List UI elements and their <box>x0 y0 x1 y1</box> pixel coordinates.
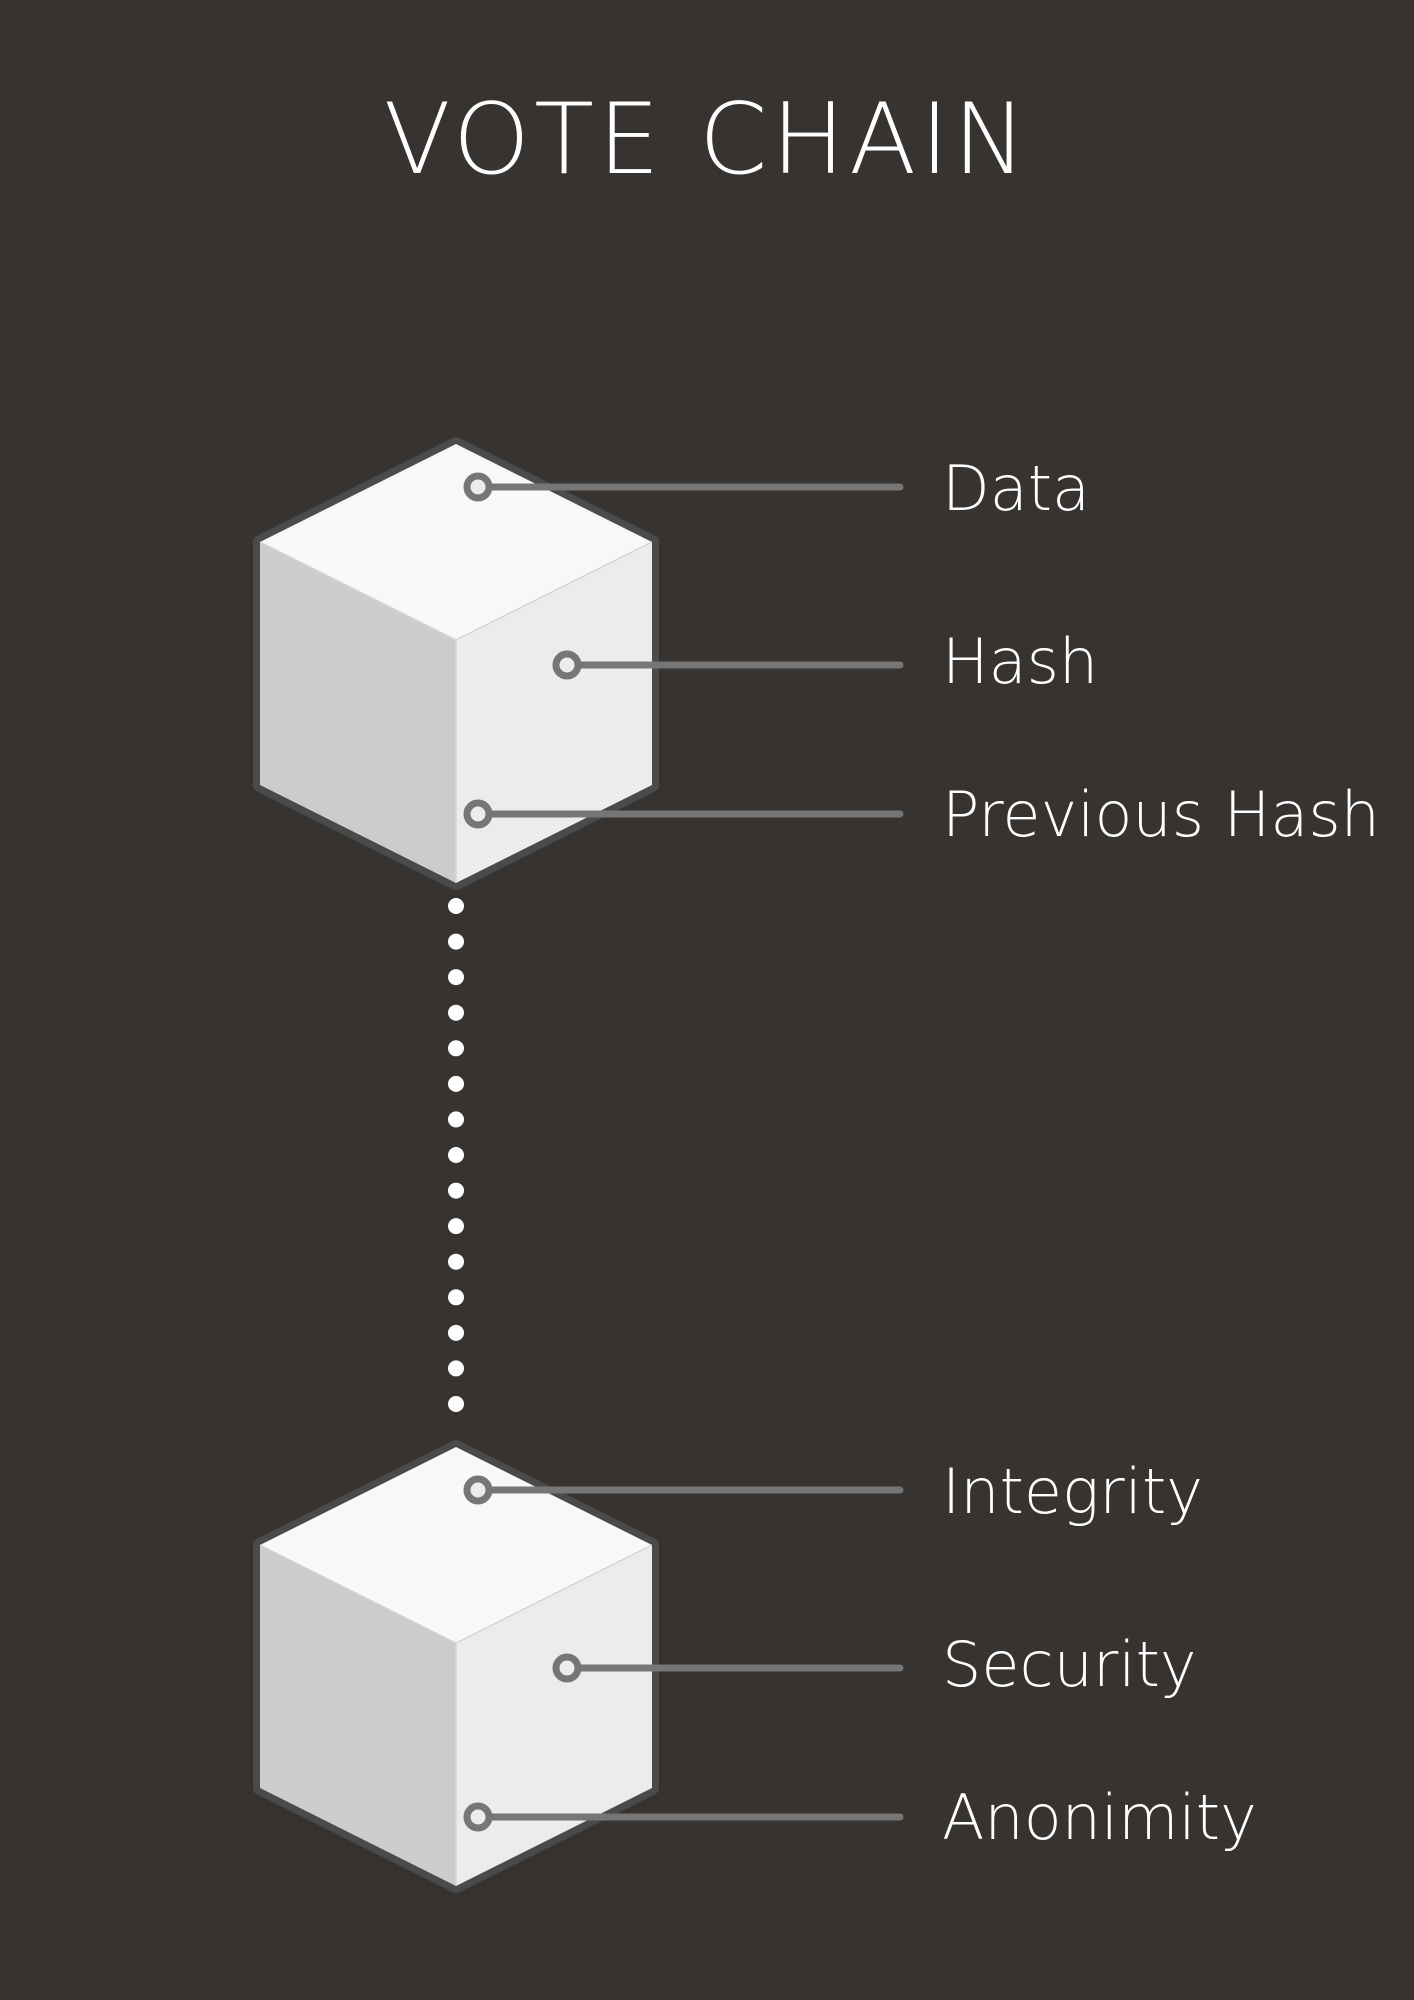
label-data: Data <box>942 452 1090 525</box>
callout-anchor <box>552 650 582 680</box>
label-security: Security <box>942 1628 1197 1701</box>
chain-dot <box>448 933 464 950</box>
chain-dot <box>448 1324 464 1341</box>
chain-dot <box>448 1360 464 1377</box>
chain-link-dots <box>448 898 464 1412</box>
page-title: VOTE CHAIN <box>383 83 1031 197</box>
chain-dot <box>448 1289 464 1306</box>
callout-anchor <box>463 472 493 502</box>
label-anonimity: Anonimity <box>942 1781 1257 1854</box>
label-integrity: Integrity <box>942 1455 1203 1528</box>
cube-left-face <box>260 542 456 883</box>
callout-anchor <box>463 799 493 829</box>
chain-dot <box>448 1218 464 1235</box>
chain-dot <box>448 1147 464 1163</box>
cube-left-face <box>260 1545 456 1886</box>
chain-dot <box>448 1040 464 1057</box>
callout-anchor <box>552 1653 582 1683</box>
chain-dot <box>448 898 464 914</box>
chain-dot <box>448 1182 464 1199</box>
chain-dot <box>448 1075 464 1092</box>
chain-dot <box>448 1004 464 1021</box>
chain-dot <box>448 1253 464 1270</box>
chain-dot <box>448 1111 464 1128</box>
callout-anchor <box>463 1802 493 1832</box>
callout-anchor <box>463 1475 493 1505</box>
chain-dot <box>448 969 464 986</box>
cube-right-face <box>456 1545 652 1886</box>
cube-right-face <box>456 542 652 883</box>
chain-dot <box>448 1396 464 1412</box>
label-hash: Hash <box>942 625 1098 698</box>
label-previous-hash: Previous Hash <box>942 778 1380 851</box>
